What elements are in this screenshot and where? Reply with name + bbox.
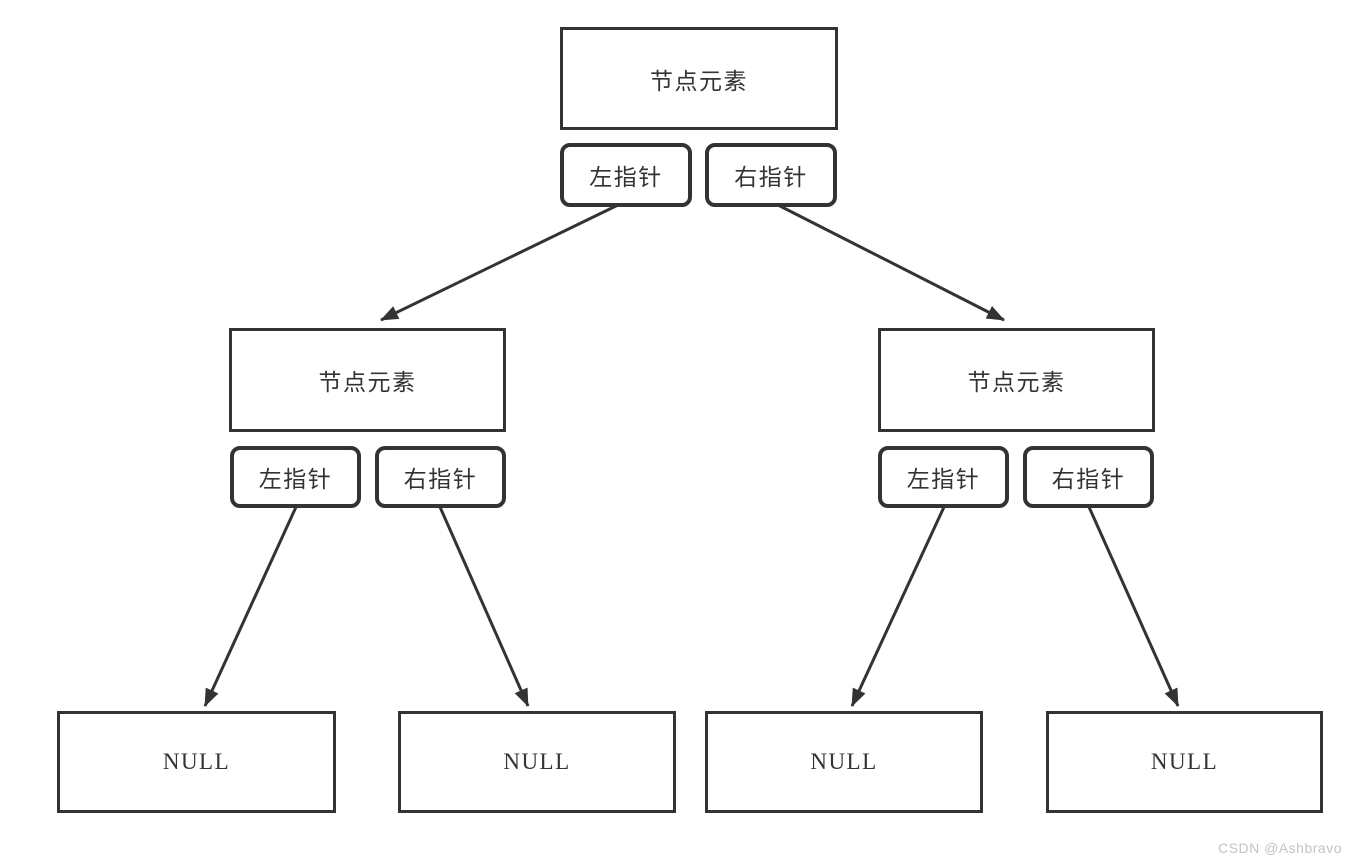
element-label: 节点元素 — [967, 370, 1066, 395]
null-box-null-leaf-4: NULL — [1046, 711, 1323, 813]
element-label: 节点元素 — [650, 68, 748, 94]
null-box-null-leaf-1: NULL — [57, 711, 336, 813]
pointer-label: 右指针 — [1051, 467, 1126, 492]
pointer-label: 右指针 — [734, 165, 808, 190]
null-box-null-leaf-3: NULL — [705, 711, 983, 813]
pointer-label: 右指针 — [403, 467, 478, 492]
pointer-box-right-child-right-pointer: 右指针 — [1023, 446, 1154, 508]
left-child-right-arrow — [438, 506, 530, 707]
null-label: NULL — [810, 749, 878, 774]
null-box-null-leaf-2: NULL — [398, 711, 676, 813]
pointer-label: 左指针 — [906, 467, 981, 492]
right-child-right-arrow — [1087, 506, 1180, 707]
element-box-right-child-element: 节点元素 — [878, 328, 1155, 432]
watermark: CSDN @Ashbravo — [1218, 840, 1342, 856]
pointer-box-right-child-left-pointer: 左指针 — [878, 446, 1009, 508]
root-left-arrow — [380, 203, 619, 322]
pointer-box-left-child-left-pointer: 左指针 — [230, 446, 361, 508]
null-label: NULL — [1150, 749, 1219, 774]
pointer-box-root-right-pointer: 右指针 — [705, 143, 837, 207]
null-label: NULL — [503, 749, 571, 774]
pointer-label: 左指针 — [589, 165, 663, 190]
null-label: NULL — [162, 749, 231, 774]
element-box-left-child-element: 节点元素 — [229, 328, 506, 432]
element-box-root-element: 节点元素 — [560, 27, 838, 130]
right-child-left-arrow — [850, 506, 946, 707]
pointer-label: 左指针 — [258, 467, 333, 492]
pointer-box-left-child-right-pointer: 右指针 — [375, 446, 506, 508]
pointer-box-root-left-pointer: 左指针 — [560, 143, 692, 207]
element-label: 节点元素 — [318, 370, 417, 395]
root-right-arrow — [777, 203, 1005, 322]
left-child-left-arrow — [203, 506, 298, 707]
